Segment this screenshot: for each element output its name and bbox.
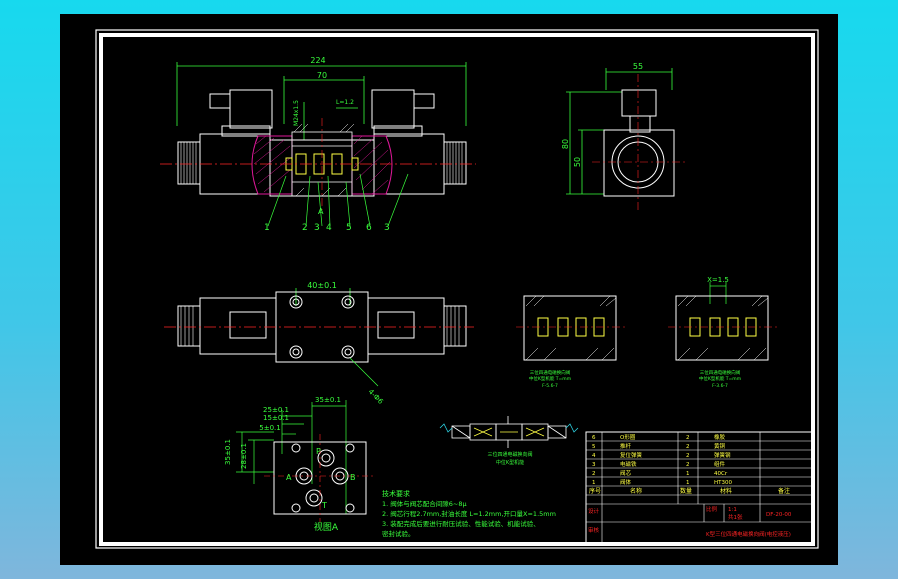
bom-header-no: 序号 [589, 487, 601, 495]
dim-vertical-35: 35±0.1 [224, 439, 232, 465]
bom-row-6-qty: 2 [686, 435, 690, 441]
drawing-title: K型三位四通电磁换向阀(电控液压) [706, 530, 791, 538]
bom-header-qty: 数量 [680, 487, 692, 495]
callout-2: 2 [302, 223, 308, 233]
callout-5: 5 [346, 223, 352, 233]
bom-row-4-mat: 弹簧钢 [714, 451, 731, 459]
notes-line-2: 2. 阀芯行程2.7mm,封油长度 L=1.2mm,开口量X=1.5mm [382, 509, 556, 518]
bom-row-2-mat: 40Cr [714, 471, 728, 477]
section-detail-2: X=1.5 三位四通电磁换向阀 中位K型机能 T=mm F-3.6-7 [668, 276, 778, 389]
dim-port-25: 25±0.1 [263, 406, 289, 414]
title-scale-value: 1:1 [728, 507, 737, 513]
dim-height-total: 80 [561, 139, 570, 149]
section-caption-2c: F-3.6-7 [712, 383, 728, 389]
bom-header-mat: 材料 [720, 487, 732, 495]
bom-row-6-no: 6 [592, 435, 596, 441]
side-view: 55 80 50 [561, 62, 686, 210]
title-scale-label: 比例 [706, 505, 718, 513]
bom-row-5-no: 5 [592, 444, 596, 450]
bom-row-4-qty: 2 [686, 453, 690, 459]
dim-stroke-l: L=1.2 [336, 99, 354, 106]
bom-row-3-name: 电磁铁 [620, 460, 637, 468]
dim-port-15: 15±0.1 [263, 414, 289, 422]
inner-frame [99, 33, 815, 546]
bom-row-3-mat: 组件 [714, 460, 726, 468]
title-code: DF-20-00 [766, 512, 792, 518]
callout-6: 6 [366, 223, 372, 233]
cad-drawing: 224 70 M24x1.5 L=1.2 [95, 29, 819, 549]
front-view: 224 70 M24x1.5 L=1.2 [160, 56, 476, 233]
bom-header-name: 名称 [630, 487, 642, 495]
bom-row-4-name: 复位弹簧 [620, 451, 643, 459]
bom-row-1-mat: HT300 [714, 480, 732, 486]
section-caption-1b: 中位K型机能 T=mm [529, 375, 571, 382]
dim-mount-hole: 4-Ф6 [367, 388, 385, 406]
dim-end-width: 55 [633, 62, 643, 71]
dim-port-5: 5±0.1 [259, 424, 280, 432]
section-caption-2b: 中位K型机能 T=mm [699, 375, 741, 382]
dim-port-35: 35±0.1 [315, 396, 341, 404]
port-label-t: T [321, 501, 327, 510]
section-caption-1c: F-5.6-7 [542, 383, 558, 389]
title-sheet-label: 共1张 [728, 513, 743, 521]
bom-row-2-qty: 1 [686, 471, 690, 477]
dim-base-width: 40±0.1 [307, 281, 337, 290]
port-label-a: A [286, 473, 292, 482]
notes-line-3: 3. 装配完成后要进行耐压试验、性能试验、机能试验、 [382, 519, 540, 528]
callout-a: A [318, 207, 324, 216]
bom-row-3-no: 3 [592, 462, 596, 468]
section-detail-1: 三位四通电磁换向阀 中位K型机能 T=mm F-5.6-7 [516, 295, 626, 389]
notes-line-1: 1. 阀体与阀芯配合间隙6~8μ [382, 499, 467, 508]
dim-thread: M24x1.5 [293, 100, 300, 126]
bom-row-4-no: 4 [592, 453, 596, 459]
callout-1: 1 [264, 223, 270, 233]
bom-row-2-name: 阀芯 [620, 469, 632, 477]
symbol-caption-2: 中位K型机能 [496, 459, 524, 466]
dim-body-width: 70 [317, 71, 327, 80]
bom-header-note: 备注 [778, 487, 790, 495]
bom-row-6-name: O形圈 [620, 433, 636, 441]
dim-vertical-28: 28±0.1 [240, 443, 248, 469]
cad-viewport[interactable]: 224 70 M24x1.5 L=1.2 [60, 14, 838, 565]
callout-4: 4 [326, 223, 332, 233]
title-check: 审核 [588, 526, 600, 534]
view-a: 35±0.1 25±0.1 15±0.1 5±0.1 35±0.1 28±0.1… [224, 396, 376, 533]
section-caption-1a: 三位四通电磁换向阀 [530, 369, 571, 376]
dim-gap-x: X=1.5 [707, 276, 729, 284]
hydraulic-symbol: 三位四通电磁换向阀 中位K型机能 [439, 416, 579, 466]
bom-row-6-mat: 橡胶 [714, 433, 726, 441]
section-caption-2a: 三位四通电磁换向阀 [700, 369, 741, 376]
technical-notes: 技术要求 1. 阀体与阀芯配合间隙6~8μ 2. 阀芯行程2.7mm,封油长度 … [382, 489, 556, 538]
bom-row-5-mat: 黄铜 [714, 442, 726, 450]
bom-row-5-qty: 2 [686, 444, 690, 450]
bom-row-1-qty: 1 [686, 480, 690, 486]
notes-line-4: 密封试验。 [382, 529, 415, 538]
bom-row-1-name: 阀体 [620, 478, 632, 486]
dim-overall-width: 224 [310, 56, 325, 65]
dim-height-body: 50 [573, 157, 582, 167]
port-label-p: P [316, 447, 321, 456]
notes-title: 技术要求 [382, 489, 410, 498]
title-design: 设计 [588, 507, 600, 515]
bom-row-2-no: 2 [592, 471, 596, 477]
callout-3-left: 3 [314, 223, 320, 233]
title-block: 6 O形圈 2 橡胶 5 推杆 2 黄铜 4 复位弹簧 2 弹簧钢 3 电磁铁 … [585, 431, 815, 545]
top-view: 40±0.1 4-Ф6 [164, 281, 474, 406]
bom-row-5-name: 推杆 [620, 442, 632, 450]
bom-row-3-qty: 2 [686, 462, 690, 468]
bom-row-1-no: 1 [592, 480, 596, 486]
port-label-b: B [350, 473, 356, 482]
outer-frame [95, 29, 819, 549]
symbol-caption-1: 三位四通电磁换向阀 [487, 451, 532, 458]
callout-3-right: 3 [384, 223, 390, 233]
view-a-label: 视图A [314, 521, 339, 533]
